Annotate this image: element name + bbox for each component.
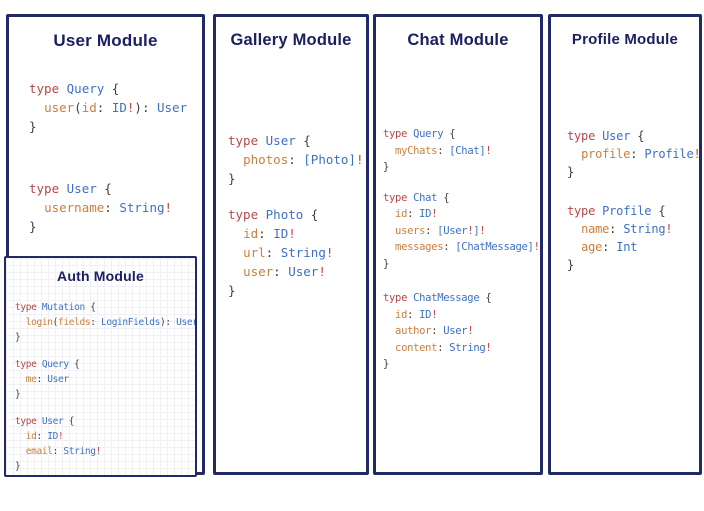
auth-module-user-code: type User { id: ID! email: String!} [15,416,101,472]
profile-module-title: Profile Module [571,31,679,48]
panel-auth-module: Auth Module type Mutation { login(fields… [4,256,197,477]
panel-chat-module: Chat Module type Query { myChats: [Chat]… [373,14,543,475]
user-module-title: User Module [53,31,158,50]
user-module-query-code: type Query { user(id: ID!): User} [29,81,188,134]
chat-module-chatmessage-code: type ChatMessage { id: ID! author: User!… [383,292,492,370]
panel-gallery-module: Gallery Module type User { photos: [Phot… [213,14,369,475]
chat-module-title: Chat Module [407,31,509,49]
user-module-user-code: type User { username: String!} [29,181,173,234]
gallery-module-user-code: type User { photos: [Photo]!} [228,133,364,186]
auth-module-title: Auth Module [57,268,144,284]
chat-module-chat-code: type Chat { id: ID! users: [User!]! mess… [383,191,540,270]
auth-module-mutation-code: type Mutation { login(fields: LoginField… [15,302,197,343]
gallery-module-title: Gallery Module [230,31,352,49]
chat-module-query-code: type Query { myChats: [Chat]!} [383,128,492,173]
auth-module-query-code: type Query { me: User} [15,359,80,400]
profile-module-profile-code: type Profile { name: String! age: Int} [567,204,673,272]
profile-module-user-code: type User { profile: Profile!} [567,129,701,179]
panel-profile-module: Profile Module type User { profile: Prof… [548,14,702,475]
gallery-module-photo-code: type Photo { id: ID! url: String! user: … [228,207,334,298]
